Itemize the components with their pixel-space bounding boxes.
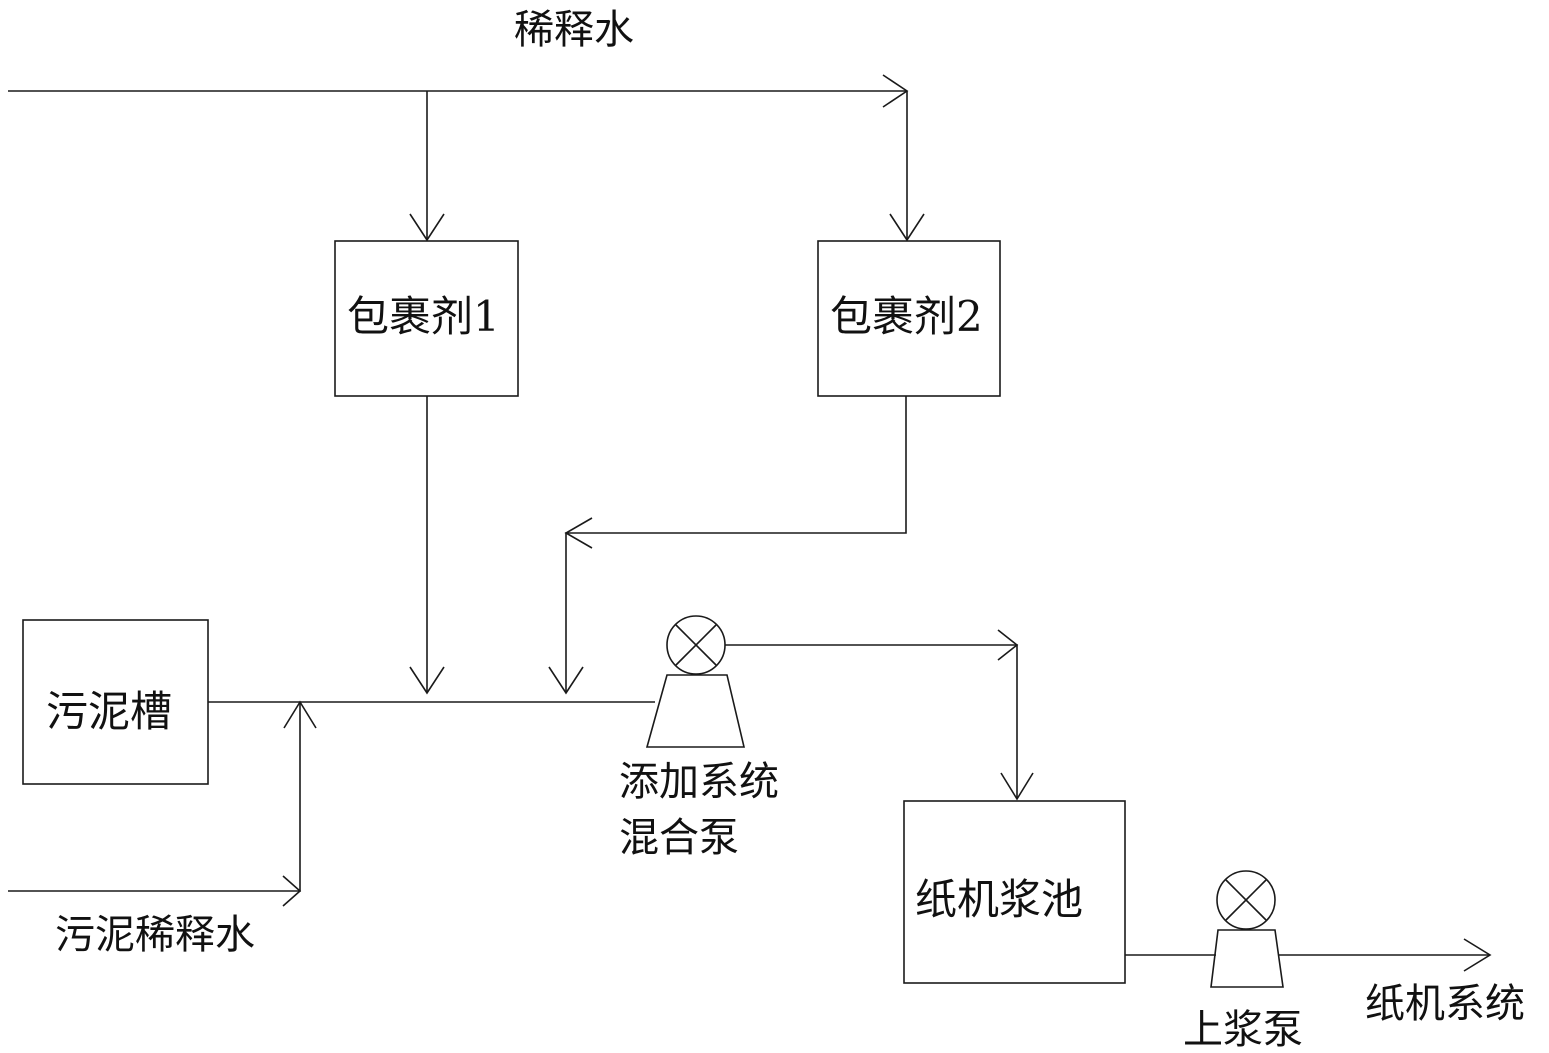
agent2-turn-arrowhead bbox=[564, 517, 593, 549]
chest-in-arrowhead bbox=[1000, 772, 1034, 801]
mixing-pump-label-line2: 混合泵 bbox=[619, 815, 739, 861]
agent2-outlet-arrowhead bbox=[548, 666, 584, 695]
agent2-in-arrowhead bbox=[889, 213, 925, 242]
paper-machine-system-label: 纸机系统 bbox=[1365, 981, 1525, 1027]
feed-pump-label: 上浆泵 bbox=[1183, 1007, 1303, 1053]
mixing-pump-outlet-arrowhead bbox=[997, 629, 1019, 661]
dilution-water-label: 稀释水 bbox=[514, 7, 634, 53]
agent1-in-arrowhead bbox=[409, 213, 445, 242]
feed-pump-icon bbox=[1210, 870, 1284, 988]
paper-machine-system-arrowhead bbox=[1463, 938, 1492, 972]
coating-agent-2-label: 包裹剂2 bbox=[830, 292, 983, 341]
sludge-dilution-turn-arrowhead bbox=[282, 875, 302, 907]
paper-machine-chest-label: 纸机浆池 bbox=[915, 875, 1084, 924]
agent2-outlet-line bbox=[565, 396, 907, 693]
sludge-dilution-water-label: 污泥稀释水 bbox=[55, 912, 255, 958]
mixing-pump-label-line1: 添加系统 bbox=[619, 759, 779, 805]
paper-machine-chest-box bbox=[903, 800, 1126, 984]
sludge-tank-label: 污泥槽 bbox=[46, 687, 173, 736]
mixing-pump-icon bbox=[645, 615, 746, 748]
agent1-outlet-arrowhead bbox=[409, 666, 445, 695]
sludge-dilution-up-arrowhead bbox=[283, 700, 317, 729]
coating-agent-2-box bbox=[817, 240, 1001, 397]
coating-agent-1-label: 包裹剂1 bbox=[347, 292, 500, 341]
